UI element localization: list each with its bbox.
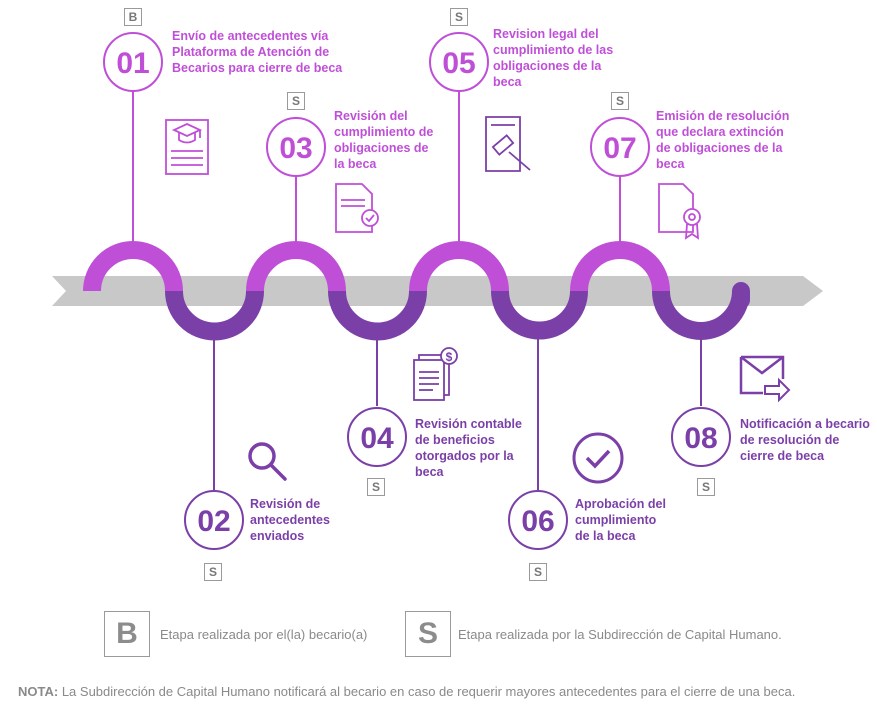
step-label-01: Envío de antecedentes vía Plataforma de … xyxy=(172,29,343,75)
wave-dot-08 xyxy=(697,327,705,335)
footnote-prefix: NOTA: xyxy=(18,684,59,699)
wave-dot-07 xyxy=(616,246,624,254)
step-number-01: 01 xyxy=(116,47,149,80)
step-label-03: Revisión del cumplimiento de obligacione… xyxy=(334,109,434,171)
wave-dot-03 xyxy=(292,246,300,254)
document-check-icon xyxy=(335,183,379,233)
step-circle-02 xyxy=(184,490,244,550)
badge-03: S xyxy=(287,92,305,110)
step-number-04: 04 xyxy=(360,422,394,455)
document-dollar-icon: $ xyxy=(413,347,458,401)
footnote-text: La Subdirección de Capital Humano notifi… xyxy=(61,684,796,699)
wave-dot-04 xyxy=(373,327,381,335)
step-circle-05 xyxy=(429,32,489,92)
step-label-02: Revisión de antecedentes enviados xyxy=(250,497,330,543)
timeline-arrow xyxy=(52,276,823,306)
wave-dot-06 xyxy=(534,327,542,335)
gavel-document-icon xyxy=(485,116,531,172)
envelope-send-icon xyxy=(739,355,791,403)
step-number-06: 06 xyxy=(521,505,554,538)
wave-dot-05 xyxy=(455,246,463,254)
step-number-03: 03 xyxy=(279,132,312,165)
step-label-07: Emisión de resolución que declara extinc… xyxy=(656,109,790,171)
svg-text:$: $ xyxy=(446,350,453,364)
badge-06: S xyxy=(529,563,547,581)
check-circle-icon xyxy=(572,432,624,484)
badge-07: S xyxy=(611,92,629,110)
step-label-06: Aprobación del cumplimiento de la beca xyxy=(575,497,666,543)
step-label-04: Revisión contable de beneficios otorgado… xyxy=(415,417,522,479)
step-number-07: 07 xyxy=(603,132,636,165)
step-number-05: 05 xyxy=(442,47,475,80)
legend-s-text: Etapa realizada por la Subdirección de C… xyxy=(458,627,782,642)
legend-b-text: Etapa realizada por el(la) becario(a) xyxy=(160,627,368,642)
step-circle-08 xyxy=(671,407,731,467)
badge-05: S xyxy=(450,8,468,26)
step-circle-06 xyxy=(508,490,568,550)
step-circle-07 xyxy=(590,117,650,177)
magnifier-icon xyxy=(248,442,287,481)
footnote: NOTA: La Subdirección de Capital Humano … xyxy=(18,684,795,699)
step-circle-01 xyxy=(103,32,163,92)
badge-08: S xyxy=(697,478,715,496)
step-number-02: 02 xyxy=(197,505,230,538)
document-seal-icon xyxy=(658,183,701,240)
legend-s-box: S xyxy=(405,611,451,657)
badge-02: S xyxy=(204,563,222,581)
legend-b-box: B xyxy=(104,611,150,657)
step-circle-04 xyxy=(347,407,407,467)
step-circle-03 xyxy=(266,117,326,177)
step-label-08: Notificación a becario de resolución de … xyxy=(740,417,870,463)
step-label-05: Revision legal del cumplimiento de las o… xyxy=(493,27,614,89)
step-number-08: 08 xyxy=(684,422,717,455)
wave-dot-02 xyxy=(210,327,218,335)
document-graduation-cap-icon xyxy=(165,119,209,175)
badge-04: S xyxy=(367,478,385,496)
wave-dot-01 xyxy=(129,246,137,254)
badge-01: B xyxy=(124,8,142,26)
